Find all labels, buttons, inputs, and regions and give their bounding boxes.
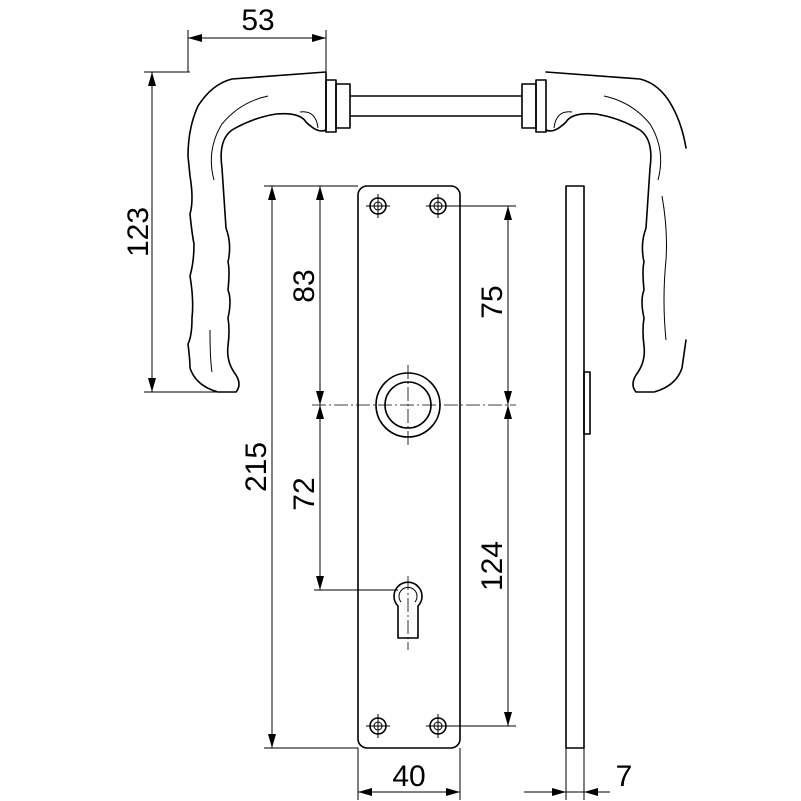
left-handle-outline	[187, 71, 327, 393]
dimension-label-7: 7	[616, 760, 633, 793]
dimension-label-72: 72	[288, 477, 321, 510]
dimension-label-53: 53	[241, 4, 274, 37]
dimension-screw-to-spindle: 75	[450, 205, 516, 405]
screw-hole-bottom-left	[366, 714, 390, 738]
dimension-label-215: 215	[240, 442, 273, 492]
dimension-plate-height: 215	[240, 185, 358, 749]
right-handle-outline	[545, 71, 687, 393]
dimension-spindle-to-lower-screw: 124	[450, 405, 516, 727]
dimension-plate-width: 40	[357, 748, 461, 800]
dimension-handle-height: 123	[122, 71, 218, 393]
screw-hole-bottom-right	[426, 714, 450, 738]
dimension-handle-projection: 53	[187, 4, 327, 72]
front-plate	[357, 185, 461, 749]
dimension-plate-thickness: 7	[524, 748, 632, 800]
screw-holes	[366, 194, 450, 738]
dimension-spindle-to-keyhole: 72	[288, 405, 398, 591]
right-rosette	[521, 79, 547, 133]
dimension-label-40: 40	[392, 760, 425, 793]
left-rosette	[325, 79, 351, 133]
screw-hole-top-right	[426, 194, 450, 218]
plate-side-view	[565, 185, 591, 749]
dimension-label-123: 123	[122, 207, 155, 257]
screw-hole-top-left	[366, 194, 390, 218]
dimension-label-83: 83	[288, 269, 321, 302]
center-lines	[312, 365, 516, 650]
spindle-bar	[349, 95, 523, 117]
dimension-label-75: 75	[476, 285, 509, 318]
dimension-label-124: 124	[476, 541, 509, 591]
dimension-top-to-spindle: 83	[288, 186, 324, 405]
